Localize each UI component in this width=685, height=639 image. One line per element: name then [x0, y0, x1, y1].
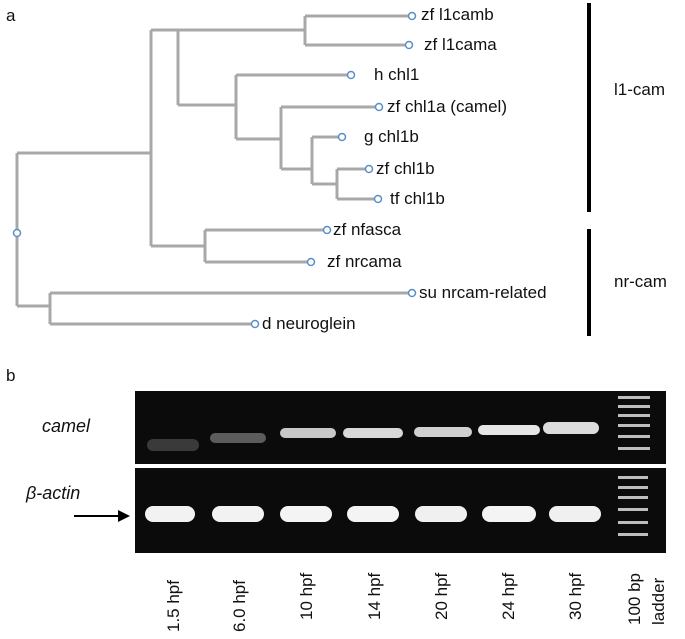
lane-label: 14 hpf	[365, 572, 384, 620]
ladder-band	[618, 424, 650, 427]
group-bar-nrcam	[587, 229, 591, 336]
band-30hpf	[549, 506, 601, 522]
ladder-band	[618, 476, 648, 479]
lane-label: 10 hpf	[297, 572, 316, 620]
leaf-label: zf chl1a (camel)	[387, 97, 507, 116]
gel-row-label-camel: camel	[42, 416, 91, 436]
band-10hpf	[280, 428, 336, 438]
band-24hpf	[482, 506, 536, 522]
leaf-label: zf nfasca	[333, 220, 402, 239]
leaf-label: zf l1cama	[424, 35, 497, 54]
lane-label: 20 hpf	[432, 572, 451, 620]
band-20hpf	[415, 506, 467, 522]
leaf-node-nrcama	[306, 257, 316, 267]
leaf-node-su	[407, 288, 417, 298]
band-6-0hpf	[212, 506, 264, 522]
ladder-band	[618, 414, 650, 417]
ladder-band	[618, 508, 648, 511]
leaf-node-l1cama	[404, 40, 414, 50]
panel-a-letter: a	[6, 6, 16, 25]
group-label-l1cam: l1-cam	[614, 80, 666, 99]
group-bar-l1cam	[587, 3, 591, 212]
leaf-node-tfchl1b	[373, 194, 383, 204]
arrow-icon	[74, 510, 130, 522]
leaf-label: zf l1camb	[421, 5, 494, 24]
gel-camel	[135, 391, 666, 464]
leaf-node-l1camb	[407, 11, 417, 21]
leaf-label: h chl1	[374, 65, 420, 84]
leaf-node-zfchl1b	[364, 164, 374, 174]
gel-beta-actin	[135, 468, 666, 553]
leaf-node-nfasca	[322, 225, 332, 235]
leaf-node-hchl1	[346, 70, 356, 80]
lane-label: 30 hpf	[566, 572, 585, 620]
ladder-band	[618, 486, 648, 489]
band-1-5hpf	[147, 439, 199, 451]
lane-label: 24 hpf	[499, 572, 518, 620]
leaf-node-camel	[374, 102, 384, 112]
lane-label: 6.0 hpf	[230, 580, 249, 632]
leaf-label: su nrcam-related	[419, 283, 547, 302]
ladder-band	[618, 405, 650, 408]
leaf-label: tf chl1b	[390, 189, 445, 208]
leaf-label: zf nrcama	[327, 252, 402, 271]
panel-b-letter: b	[6, 366, 16, 385]
band-14hpf	[347, 506, 399, 522]
leaf-label: zf chl1b	[376, 159, 435, 178]
root-node	[12, 228, 22, 238]
ladder-band	[618, 447, 650, 450]
ladder-label-line2: ladder	[649, 577, 668, 625]
band-20hpf	[414, 427, 472, 437]
leaf-label: g chl1b	[364, 127, 419, 146]
leaf-label: d neuroglein	[262, 314, 356, 333]
ladder-band	[618, 396, 650, 399]
leaf-node-dneuroglein	[250, 319, 260, 329]
band-24hpf	[478, 425, 540, 435]
ladder-band	[618, 496, 648, 499]
gel-row-label-beta-actin: β-actin	[26, 483, 81, 503]
lane-label: 1.5 hpf	[164, 580, 183, 632]
band-6-0hpf	[210, 433, 266, 443]
leaf-node-gchl1b	[337, 132, 347, 142]
phylogenetic-tree	[12, 11, 417, 329]
band-10hpf	[280, 506, 332, 522]
tree-branches	[15, 14, 412, 326]
band-1-5hpf	[145, 506, 195, 522]
ladder-band	[618, 435, 650, 438]
ladder-band	[618, 521, 648, 524]
tree-nodes	[12, 11, 417, 329]
band-14hpf	[343, 428, 403, 438]
band-30hpf	[543, 422, 599, 434]
group-label-nrcam: nr-cam	[614, 272, 667, 291]
ladder-label-line1: 100 bp	[625, 573, 644, 625]
ladder-band	[618, 533, 648, 536]
